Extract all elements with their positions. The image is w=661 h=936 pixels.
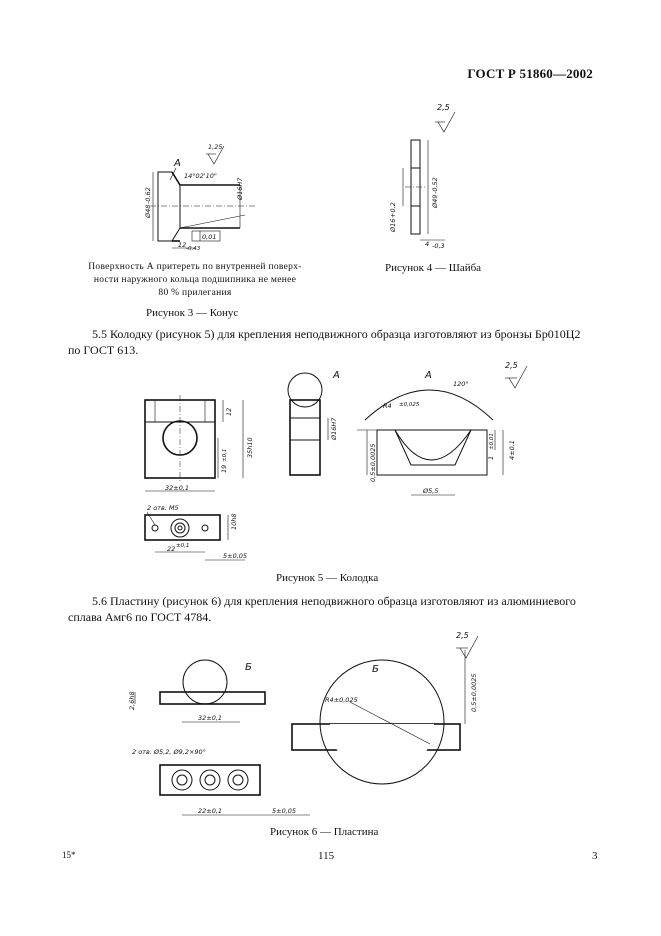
fig5-dia55: Ø5,5	[422, 487, 438, 495]
fig5-w5: 5±0,05	[223, 552, 247, 560]
fig5-label-a2: А	[424, 370, 432, 381]
fig3-note: Поверхность А притереть по внутренней по…	[80, 261, 310, 300]
fig4-thickness-tol: -0,3	[432, 242, 445, 250]
fig5-label-a1: А	[332, 370, 340, 381]
page-number: 115	[318, 850, 335, 862]
fig6-h05: 0,5±0,0025	[470, 673, 478, 712]
fig4-thickness: 4	[425, 240, 429, 248]
footer-right: 3	[592, 850, 598, 862]
fig6-w32: 32±0,1	[198, 714, 222, 722]
fig5-h1: 1	[487, 456, 495, 460]
fig3-note-line-3: 80 % прилегания	[158, 288, 232, 298]
figure-6-drawing: Б 2,6h8 32±0,1 2 отв. Ø5,2, Ø9,2×90° 22±…	[128, 631, 479, 816]
figure-3-drawing: 1,25 А 14°02'10" Ø16H7 Ø48 -0,62 0,01 12…	[144, 143, 255, 252]
fig3-dia-right: Ø16H7	[236, 177, 244, 201]
fig4-dia-outer: Ø49	[431, 195, 439, 209]
fig6-radius: R4±0,025	[325, 696, 358, 704]
fig5-h12: 12	[225, 408, 233, 416]
fig3-roughness: 1,25	[208, 143, 222, 151]
fig4-dia-inner-tol: +0,2	[389, 202, 397, 218]
standard-header: ГОСТ Р 51860—2002	[467, 66, 593, 81]
fig6-w5: 5±0,05	[272, 807, 296, 815]
fig6-label-b1: Б	[245, 662, 252, 673]
figure-5-drawing: 12 35h10 19 ±0,1 32±0,1 2 отв. M5 10h8 2…	[144, 361, 528, 561]
fig4-roughness: 2,5	[437, 103, 450, 112]
fig6-h26: 2,6h8	[128, 691, 136, 710]
fig3-dia-left: Ø48	[144, 205, 152, 219]
para-5-6-line-1: 5.6 Пластину (рисунок 6) для крепления н…	[92, 594, 576, 608]
fig5-h05: 0,5±0,0025	[369, 443, 377, 482]
fig6-caption: Рисунок 6 — Пластина	[270, 826, 379, 838]
fig5-roughness: 2,5	[505, 361, 518, 370]
fig3-angle: 14°02'10"	[184, 172, 217, 180]
fig5-h19-tol: ±0,1	[222, 449, 228, 462]
fig3-runout: 0,01	[202, 233, 216, 241]
fig4-dia-outer-tol: -0,52	[431, 177, 439, 194]
fig5-h4: 4±0,1	[508, 440, 516, 460]
fig4-caption: Рисунок 4 — Шайба	[385, 262, 482, 274]
fig3-length-tol: -0,43	[186, 246, 201, 252]
para-5-6-line-2: сплава Амг6 по ГОСТ 4784.	[68, 610, 212, 624]
fig5-w32: 32±0,1	[165, 484, 189, 492]
fig5-h35: 35h10	[246, 437, 254, 458]
para-5-5-line-2: по ГОСТ 613.	[68, 343, 139, 357]
fig5-h10: 10h8	[230, 513, 238, 530]
fig5-caption: Рисунок 5 — Колодка	[276, 572, 379, 584]
para-5-5-line-1: 5.5 Колодку (рисунок 5) для крепления не…	[92, 327, 581, 341]
fig3-note-line-2: ности наружного кольца подшипника не мен…	[93, 275, 297, 285]
fig3-caption: Рисунок 3 — Конус	[146, 307, 239, 319]
fig6-label-b2: Б	[372, 664, 379, 675]
fig5-h1-tol: ±0,01	[489, 433, 495, 450]
fig6-w22: 22±0,1	[198, 807, 222, 815]
footer-left: 15*	[62, 850, 76, 860]
fig5-w22-tol: ±0,1	[176, 543, 189, 549]
fig3-note-line-1: Поверхность А притереть по внутренней по…	[88, 262, 302, 272]
fig5-h19: 19	[220, 465, 228, 473]
fig4-dia-inner: Ø16	[389, 219, 397, 233]
fig5-radius-tol: ±0,025	[399, 402, 420, 408]
figure-4-drawing: 2,5 Ø16 +0,2 Ø49 -0,52 4 -0,3	[389, 103, 456, 250]
fig5-holes: 2 отв. M5	[147, 504, 179, 512]
fig6-roughness: 2,5	[456, 631, 469, 640]
fig3-dia-left-tol: -0,62	[144, 187, 152, 204]
fig3-length: 12	[178, 241, 186, 249]
fig5-radius: R4	[383, 402, 392, 410]
fig5-angle: 120°	[453, 380, 469, 388]
fig5-dia16: Ø16H7	[330, 417, 338, 441]
fig5-w22: 22	[167, 545, 175, 553]
fig3-label-a: А	[173, 158, 181, 169]
fig6-holes: 2 отв. Ø5,2, Ø9,2×90°	[132, 748, 206, 756]
